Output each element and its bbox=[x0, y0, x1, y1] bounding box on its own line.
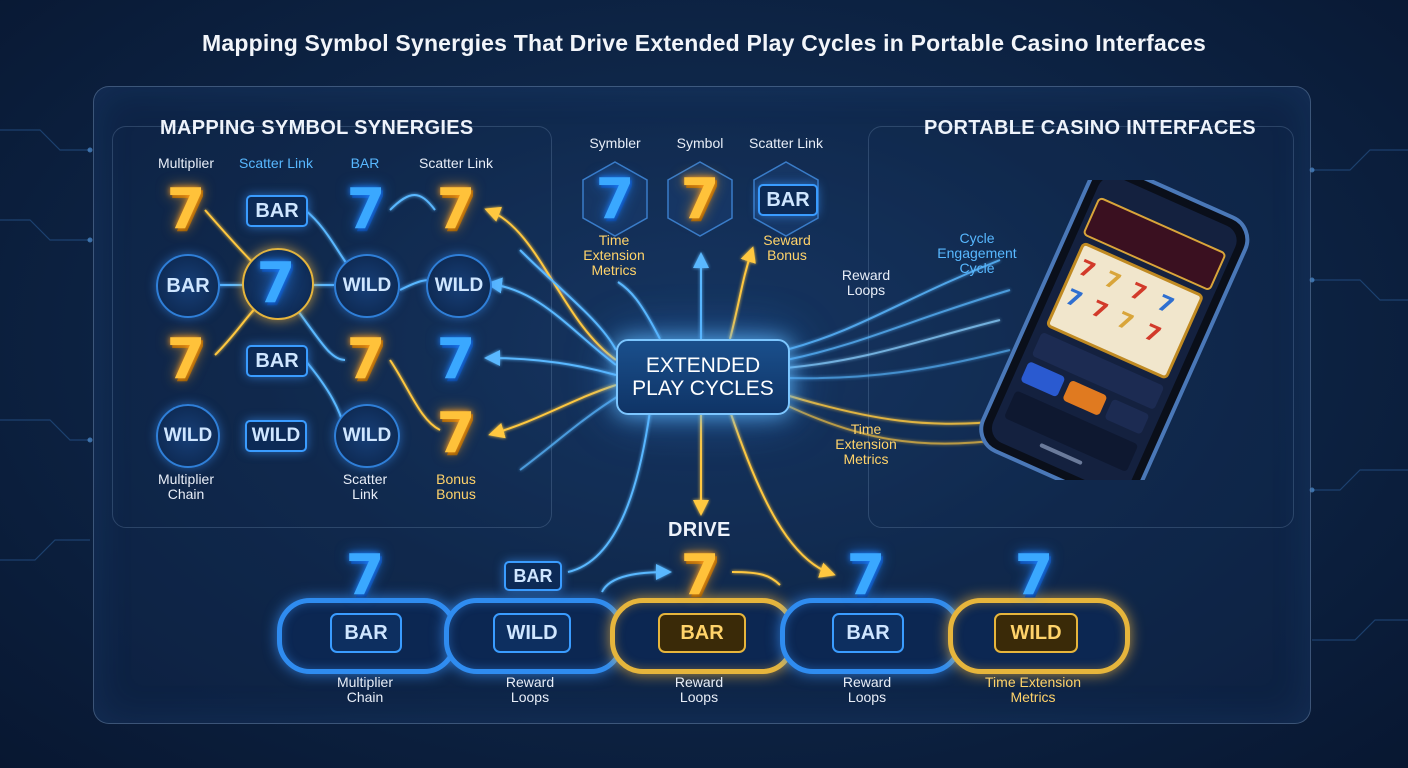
label-reward-loops: Reward Loops bbox=[841, 267, 891, 298]
chain-bar-floating: BAR bbox=[504, 561, 562, 591]
seven-symbol: 7 bbox=[436, 327, 476, 392]
seven-symbol: 7 bbox=[436, 401, 476, 466]
chain-token-bar: BAR bbox=[658, 613, 746, 653]
seven-symbol: 7 bbox=[346, 177, 386, 242]
hexagon-frame bbox=[667, 161, 733, 237]
seven-symbol: 7 bbox=[346, 327, 386, 392]
chain-seven: 7 bbox=[345, 543, 385, 608]
chain-token-wild: WILD bbox=[493, 613, 571, 653]
bottom-label-scatter-link: Scatter Link bbox=[342, 471, 388, 502]
wild-symbol: WILD bbox=[245, 420, 307, 452]
col-label-bar: BAR bbox=[350, 155, 380, 171]
hub-extended-play-cycles: EXTENDED PLAY CYCLES bbox=[616, 339, 790, 415]
col-label-scatter-link: Scatter Link bbox=[239, 155, 313, 171]
wild-symbol: WILD bbox=[426, 254, 492, 318]
chain-label-time-extension: Time Extension Metrics bbox=[985, 674, 1081, 705]
chain-seven: 7 bbox=[1014, 543, 1054, 608]
chain-link-5 bbox=[948, 598, 1130, 674]
drive-label: DRIVE bbox=[668, 519, 731, 541]
center-label-symbol: Symbol bbox=[676, 135, 724, 151]
bottom-label-multiplier-chain: Multiplier Chain bbox=[157, 471, 214, 502]
center-label-scatter-link: Scatter Link bbox=[749, 135, 823, 151]
seven-symbol: 7 bbox=[166, 177, 206, 242]
bar-symbol: BAR bbox=[246, 345, 308, 377]
seven-symbol: 7 bbox=[166, 327, 206, 392]
label-cycle-engagement: Cycle Engagement Cycle bbox=[937, 230, 1017, 276]
left-subpanel bbox=[112, 126, 552, 528]
seven-symbol-highlight bbox=[242, 248, 314, 320]
chain-seven: 7 bbox=[680, 543, 720, 608]
bar-symbol: BAR bbox=[758, 184, 818, 216]
col-label-scatter-link-2: Scatter Link bbox=[419, 155, 493, 171]
wild-symbol: WILD bbox=[334, 404, 400, 468]
seven-symbol: 7 bbox=[680, 167, 720, 232]
chain-token-wild: WILD bbox=[994, 613, 1078, 653]
seven-symbol: 7 bbox=[595, 167, 635, 232]
right-heading: PORTABLE CASINO INTERFACES bbox=[924, 117, 1256, 139]
chain-label-reward-loops: Reward Loops bbox=[505, 674, 555, 705]
chain-link-2 bbox=[444, 598, 624, 674]
seven-symbol: 7 bbox=[436, 177, 476, 242]
center-label-symbler: Symbler bbox=[589, 135, 641, 151]
right-subpanel bbox=[868, 126, 1294, 528]
chain-label-reward-loops: Reward Loops bbox=[674, 674, 724, 705]
chain-token-bar: BAR bbox=[832, 613, 904, 653]
chain-link-1 bbox=[277, 598, 457, 674]
chain-label-reward-loops: Reward Loops bbox=[842, 674, 892, 705]
page-title: Mapping Symbol Synergies That Drive Exte… bbox=[202, 30, 1206, 56]
wild-symbol: WILD bbox=[334, 254, 400, 318]
hub-label: EXTENDED PLAY CYCLES bbox=[632, 354, 774, 400]
bottom-label-bonus: Bonus Bonus bbox=[436, 471, 476, 502]
left-heading: MAPPING SYMBOL SYNERGIES bbox=[160, 117, 474, 139]
center-label-time-extension: Time Extension Metrics bbox=[583, 232, 645, 278]
chain-seven: 7 bbox=[846, 543, 886, 608]
label-time-extension: Time Extension Metrics bbox=[835, 421, 897, 467]
wild-symbol: WILD bbox=[156, 404, 220, 468]
hexagon-frame bbox=[582, 161, 648, 237]
seven-symbol: 7 bbox=[256, 251, 296, 316]
chain-label-multiplier-chain: Multiplier Chain bbox=[336, 674, 393, 705]
chain-token-bar: BAR bbox=[330, 613, 402, 653]
col-label-multiplier: Multiplier bbox=[157, 155, 214, 171]
center-label-seward-bonus: Seward Bonus bbox=[763, 232, 811, 263]
bar-symbol: BAR bbox=[156, 254, 220, 318]
bar-symbol: BAR bbox=[246, 195, 308, 227]
